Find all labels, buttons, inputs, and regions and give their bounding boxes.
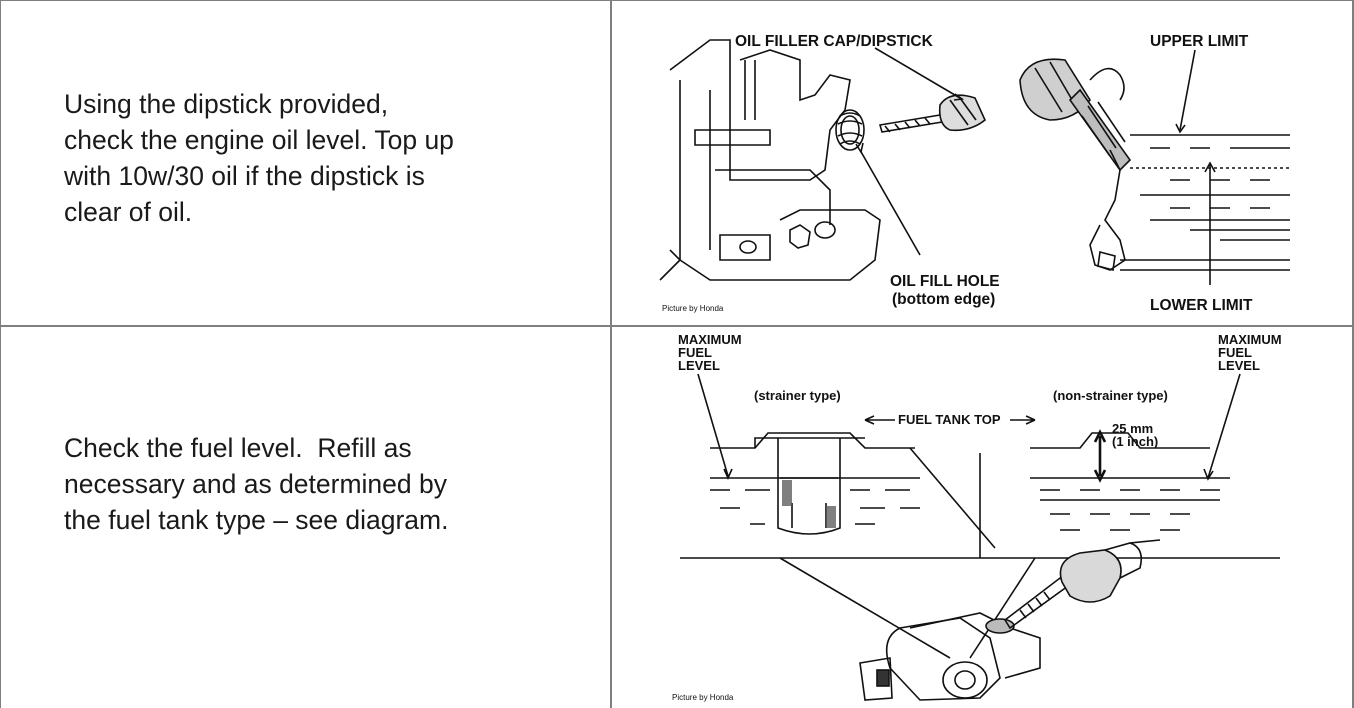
engine-refuel-illustration [859, 539, 1161, 701]
instruction-line: Check the fuel level. Refill as [64, 433, 412, 463]
row-divider [0, 325, 1354, 327]
dipstick-icon [878, 94, 986, 133]
oil-check-instruction: Using the dipstick provided, check the e… [64, 86, 584, 230]
label-lower-limit: LOWER LIMIT [1150, 297, 1253, 314]
oil-dipstick-diagram: OIL FILLER CAP/DIPSTICK UPPER LIMIT OIL … [659, 33, 1290, 314]
dipstick-closeup-illustration [1019, 58, 1290, 272]
instruction-line: necessary and as determined by [64, 469, 447, 499]
label-oil-filler-cap: OIL FILLER CAP/DIPSTICK [735, 33, 934, 50]
label-non-strainer-type: (non-strainer type) [1053, 388, 1168, 403]
oil-fill-hole-icon [835, 109, 865, 151]
table-border-right [1352, 0, 1354, 708]
label-max-fuel-left: MAXIMUM [678, 332, 742, 347]
label-max-fuel-right: LEVEL [1218, 358, 1260, 373]
leader-lines [855, 47, 1216, 285]
label-max-fuel-left: FUEL [678, 345, 712, 360]
tank-cross-sections [680, 373, 1280, 659]
label-oil-fill-hole: OIL FILL HOLE [890, 273, 1000, 290]
fuel-level-diagram: MAXIMUM FUEL LEVEL MAXIMUM FUEL LEVEL (s… [672, 332, 1282, 702]
table-border-top [0, 0, 1354, 1]
instruction-line: clear of oil. [64, 197, 193, 227]
label-strainer-type: (strainer type) [754, 388, 841, 403]
column-divider [610, 0, 612, 708]
table-border-left [0, 0, 1, 708]
picture-credit: Picture by Honda [672, 693, 734, 702]
label-max-fuel-left: LEVEL [678, 358, 720, 373]
label-bottom-edge: (bottom edge) [892, 291, 995, 308]
label-upper-limit: UPPER LIMIT [1150, 33, 1249, 50]
strainer-mesh-icon [782, 480, 836, 528]
fuel-check-instruction: Check the fuel level. Refill as necessar… [64, 430, 584, 538]
engine-side-illustration [659, 39, 881, 281]
label-max-fuel-right: FUEL [1218, 345, 1252, 360]
instruction-line: with 10w/30 oil if the dipstick is [64, 161, 425, 191]
label-max-fuel-right: MAXIMUM [1218, 332, 1282, 347]
instruction-line: the fuel tank type – see diagram. [64, 505, 449, 535]
picture-credit: Picture by Honda [662, 304, 724, 313]
instruction-line: check the engine oil level. Top up [64, 125, 454, 155]
instruction-line: Using the dipstick provided, [64, 89, 389, 119]
label-fuel-tank-top: FUEL TANK TOP [898, 412, 1001, 427]
